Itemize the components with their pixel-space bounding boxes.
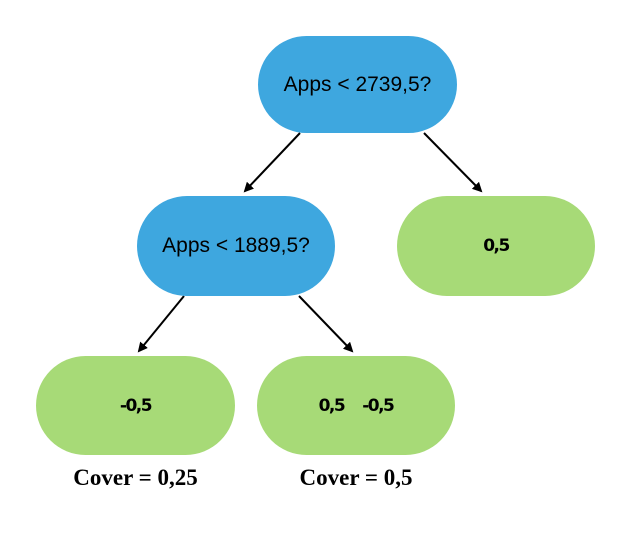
root-decision-node: Apps < 2739,5?	[258, 36, 457, 133]
left-right-leaf-value-b: -0,5	[362, 395, 395, 416]
edge-left-to-left-leaf	[137, 295, 185, 353]
edge-left-to-right-leaf	[298, 295, 354, 353]
right-leaf-value: 0,5	[483, 236, 510, 256]
left-decision-node: Apps < 1889,5?	[137, 196, 335, 296]
left-left-leaf-node: -0,5	[36, 356, 235, 455]
right-leaf-node: 0,5	[397, 196, 595, 296]
left-right-leaf-value-a: 0,5	[318, 395, 346, 416]
edge-root-to-right-leaf	[423, 132, 483, 193]
root-decision-label: Apps < 2739,5?	[283, 72, 432, 96]
left-right-leaf-node: 0,5 -0,5	[257, 356, 455, 455]
left-left-leaf-value: -0,5	[119, 395, 153, 416]
edge-root-to-left	[243, 132, 301, 193]
left-right-leaf-cover: Cover = 0,5	[299, 465, 413, 490]
left-decision-label: Apps < 1889,5?	[162, 234, 310, 257]
left-left-leaf-cover: Cover = 0,25	[73, 465, 198, 490]
